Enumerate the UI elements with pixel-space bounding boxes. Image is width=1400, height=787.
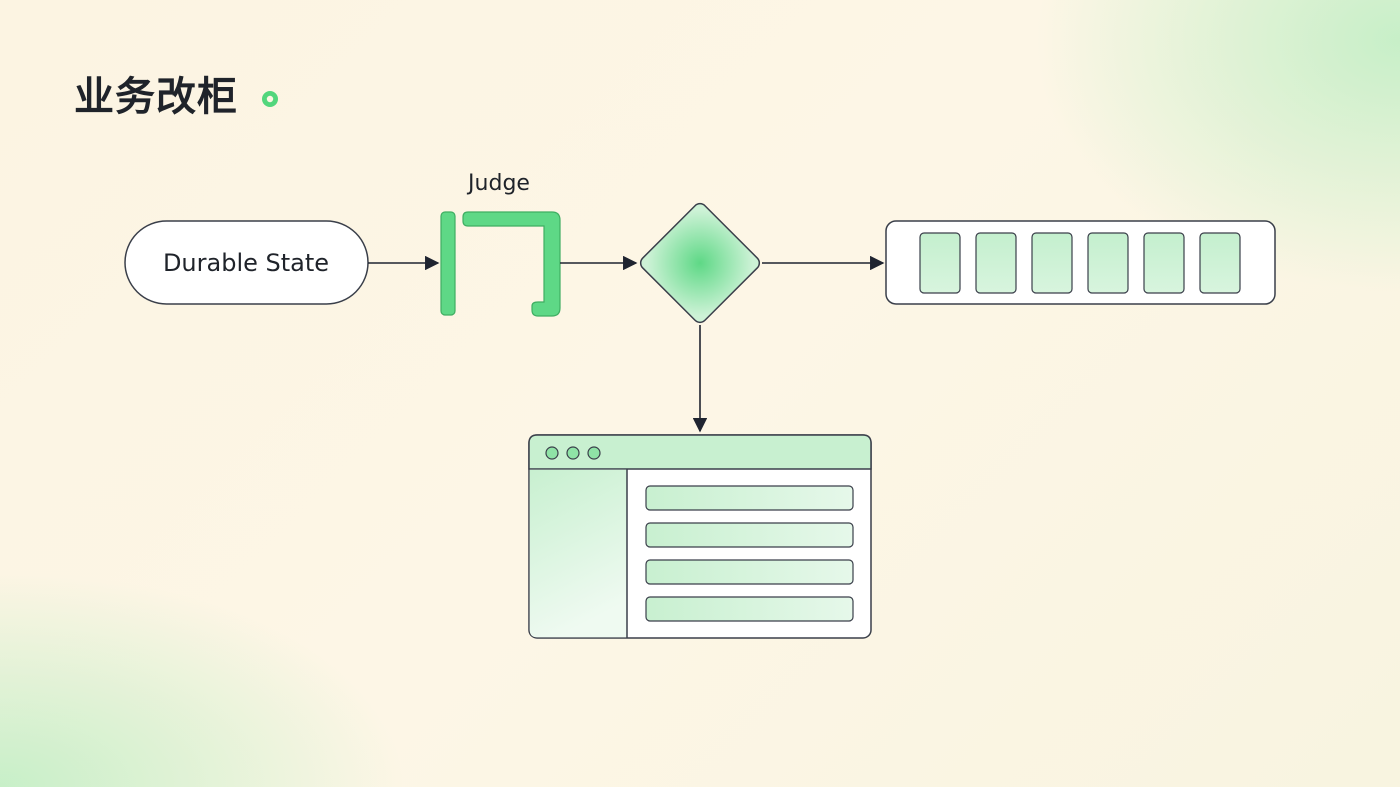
decision-node [639, 202, 761, 324]
browser-window-icon [528, 434, 872, 639]
window-sidebar [529, 469, 627, 638]
decision-diamond-icon [639, 202, 761, 324]
window-row [645, 596, 854, 622]
window-dot-icon [566, 446, 580, 460]
queue-node [885, 220, 1276, 305]
queue-slot [1087, 232, 1129, 294]
window-node [528, 434, 872, 639]
window-dot-icon [587, 446, 601, 460]
queue-slot [975, 232, 1017, 294]
queue-slots-icon [919, 232, 1241, 294]
durable-state-label: Durable State [163, 249, 329, 277]
window-row [645, 485, 854, 511]
queue-slot [1199, 232, 1241, 294]
gate-node: Judge [440, 171, 561, 317]
gate-label: Judge [466, 171, 530, 196]
window-row [645, 522, 854, 548]
page-title-text: 业务改柜 [74, 74, 238, 120]
window-dot-icon [545, 446, 559, 460]
gate-bracket-icon [440, 211, 561, 317]
queue-slot [919, 232, 961, 294]
window-row [645, 559, 854, 585]
queue-slot [1143, 232, 1185, 294]
page-title: 业务改柜 [74, 64, 281, 122]
queue-slot [1031, 232, 1073, 294]
durable-state-node: Durable State [124, 220, 369, 305]
title-accent-dot-icon [261, 91, 278, 107]
